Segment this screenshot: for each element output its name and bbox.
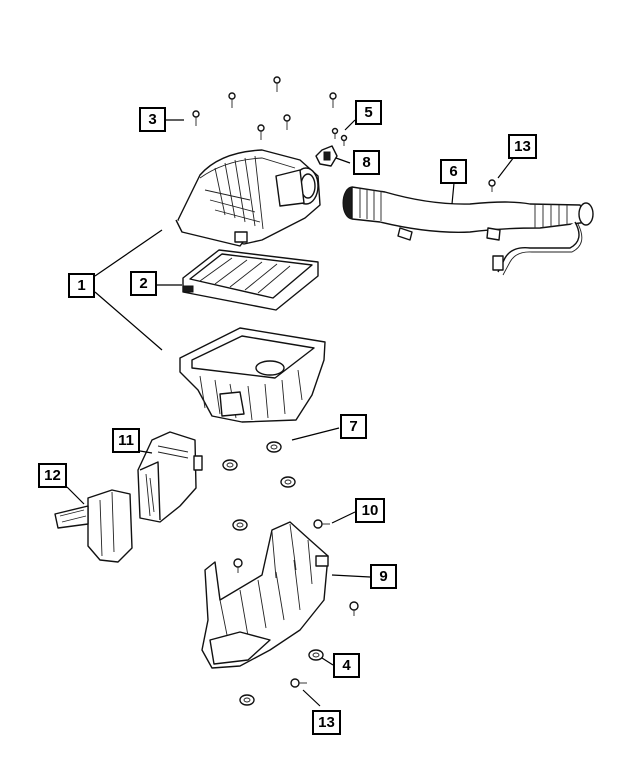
air-cleaner-cover [175,149,321,247]
callout-13-bottom: 13 [312,710,341,735]
callout-4: 4 [333,653,360,678]
callout-7: 7 [340,414,367,439]
callout-12: 12 [38,463,67,488]
bolt-group [233,519,359,688]
callout-1: 1 [68,273,95,298]
callout-8: 8 [353,150,380,175]
grommet-group [222,441,324,706]
air-cleaner-support-bracket [201,521,329,669]
callout-5: 5 [355,100,382,125]
air-filter [182,249,319,311]
callout-13-top: 13 [508,134,537,159]
callout-3: 3 [139,107,166,132]
leader-lines [66,119,515,707]
screw-group-top [192,76,496,192]
callout-6: 6 [440,159,467,184]
callout-11: 11 [112,428,140,453]
air-cleaner-lower-housing [179,327,326,423]
air-inlet-duct [137,431,203,523]
air-intake-hose [342,186,594,276]
duct-bracket [54,489,133,563]
callout-10: 10 [355,498,385,523]
mass-airflow-sensor [315,145,338,167]
callout-2: 2 [130,271,157,296]
callout-9: 9 [370,564,397,589]
